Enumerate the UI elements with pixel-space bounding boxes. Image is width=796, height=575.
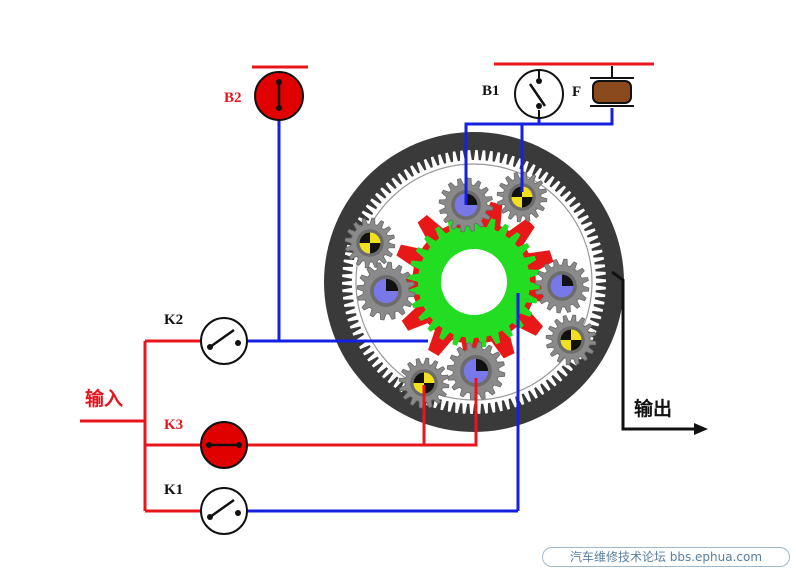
input-label: 输入 — [85, 388, 124, 410]
watermark: 汽车维修技术论坛 bbs.ephua.com — [542, 547, 790, 567]
k3-label: K3 — [164, 417, 184, 433]
planet-gear — [344, 217, 396, 269]
k2-label: K2 — [164, 312, 184, 328]
k3-lines — [246, 378, 478, 447]
planet-gear — [356, 261, 416, 321]
planet-gear — [446, 341, 506, 401]
planet-gear — [496, 171, 548, 223]
output-arrow-icon — [694, 423, 708, 435]
k1-label: K1 — [164, 482, 184, 498]
output-label: 输出 — [634, 398, 673, 420]
b2-brake-icon[interactable] — [254, 71, 304, 121]
f-label: F — [572, 84, 582, 100]
k1-clutch-icon[interactable] — [200, 487, 248, 535]
f-freewheel-icon[interactable] — [590, 66, 634, 107]
k3-clutch-icon[interactable] — [200, 421, 248, 469]
planet-gear — [545, 314, 597, 366]
sun-gear — [408, 216, 540, 348]
planet-gear — [398, 357, 450, 409]
b1-brake-icon[interactable] — [514, 69, 564, 119]
b2-label: B2 — [224, 90, 242, 106]
sun-gear-bore — [441, 249, 507, 315]
input-lines — [80, 62, 654, 513]
k2-clutch-icon[interactable] — [200, 317, 248, 365]
b1-label: B1 — [482, 83, 500, 99]
output-shaft — [611, 270, 700, 431]
planet-gear — [534, 258, 590, 314]
connection-lines — [246, 108, 614, 513]
